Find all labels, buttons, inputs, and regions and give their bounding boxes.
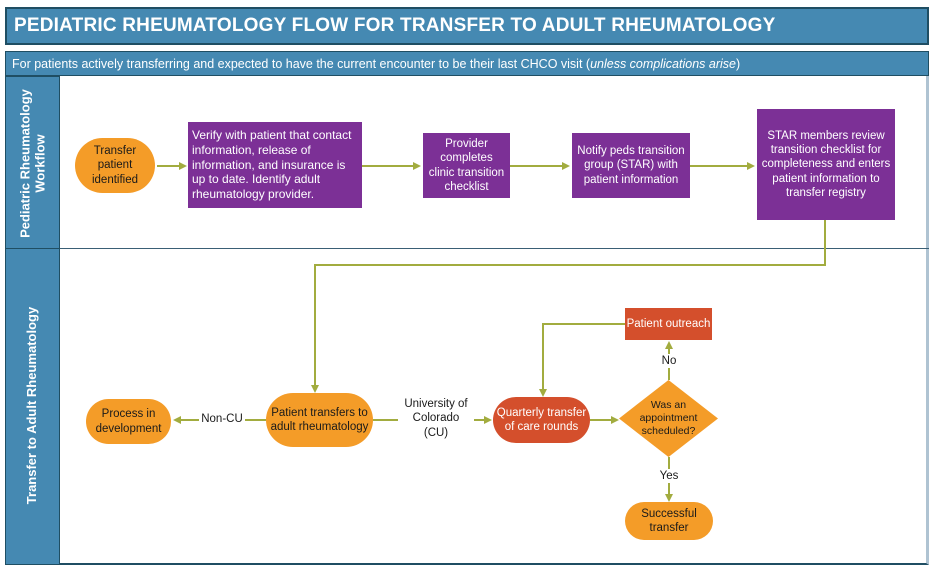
arrow-right-icon	[484, 415, 492, 424]
connector-checklist-to-notify	[510, 165, 563, 167]
node-successful-transfer: Successful transfer	[625, 502, 713, 540]
node-transfer-patient-identified: Transfer patient identified	[75, 138, 155, 193]
arrow-left-icon	[173, 415, 181, 424]
connector-verify-to-checklist	[362, 165, 414, 167]
node-patient-transfers: Patient transfers to adult rheumatology	[266, 393, 373, 447]
title-bar: PEDIATRIC RHEUMATOLOGY FLOW FOR TRANSFER…	[5, 7, 929, 45]
connector-identified-to-verify	[157, 165, 180, 167]
subtitle-prefix: For patients actively transferring and e…	[12, 56, 591, 71]
edge-label-university-colorado: University of Colorado (CU)	[398, 397, 474, 441]
connector-outreach-left	[542, 323, 625, 325]
node-quarterly-rounds: Quarterly transfer of care rounds	[493, 397, 590, 443]
node-patient-outreach: Patient outreach	[625, 308, 712, 340]
connector-star-to-transfers	[314, 264, 316, 385]
connector-star-down	[824, 220, 826, 265]
page-title: PEDIATRIC RHEUMATOLOGY FLOW FOR TRANSFER…	[14, 15, 776, 36]
node-star-review: STAR members review transition checklist…	[757, 109, 895, 220]
lane-divider	[60, 247, 929, 249]
node-notify-star: Notify peds transition group (STAR) with…	[572, 133, 690, 198]
connector-quarterly-to-decision	[590, 419, 612, 421]
edge-label-no: No	[655, 354, 683, 369]
connector-outreach-down	[542, 323, 544, 390]
subtitle-italic: unless complications arise	[590, 56, 736, 71]
arrow-right-icon	[562, 161, 570, 170]
subtitle-suffix: )	[735, 56, 741, 71]
lane-header-adult	[5, 247, 60, 565]
lane-label-pediatric: Pediatric Rheumatology Workflow	[16, 88, 47, 238]
edge-label-yes: Yes	[653, 469, 685, 484]
arrow-right-icon	[179, 161, 187, 170]
lane-header-pediatric	[5, 76, 60, 249]
node-process-in-development: Process in development	[86, 399, 171, 444]
arrow-down-icon	[664, 494, 673, 502]
arrow-right-icon	[611, 415, 619, 424]
node-verify-information: Verify with patient that contact informa…	[188, 122, 362, 208]
arrow-right-icon	[413, 161, 421, 170]
edge-label-non-cu: Non-CU	[199, 412, 245, 427]
node-provider-checklist: Provider completes clinic transition che…	[423, 133, 510, 198]
subtitle-bar: For patients actively transferring and e…	[5, 51, 929, 76]
connector-notify-to-star	[690, 165, 748, 167]
lane-label-adult: Transfer to Adult Rheumatology	[24, 306, 40, 505]
connector-star-across	[314, 264, 826, 266]
arrow-down-icon	[310, 385, 319, 393]
arrow-up-icon	[664, 341, 673, 349]
arrow-down-icon	[538, 389, 547, 397]
subtitle-text: For patients actively transferring and e…	[12, 57, 740, 71]
arrow-right-icon	[747, 161, 755, 170]
